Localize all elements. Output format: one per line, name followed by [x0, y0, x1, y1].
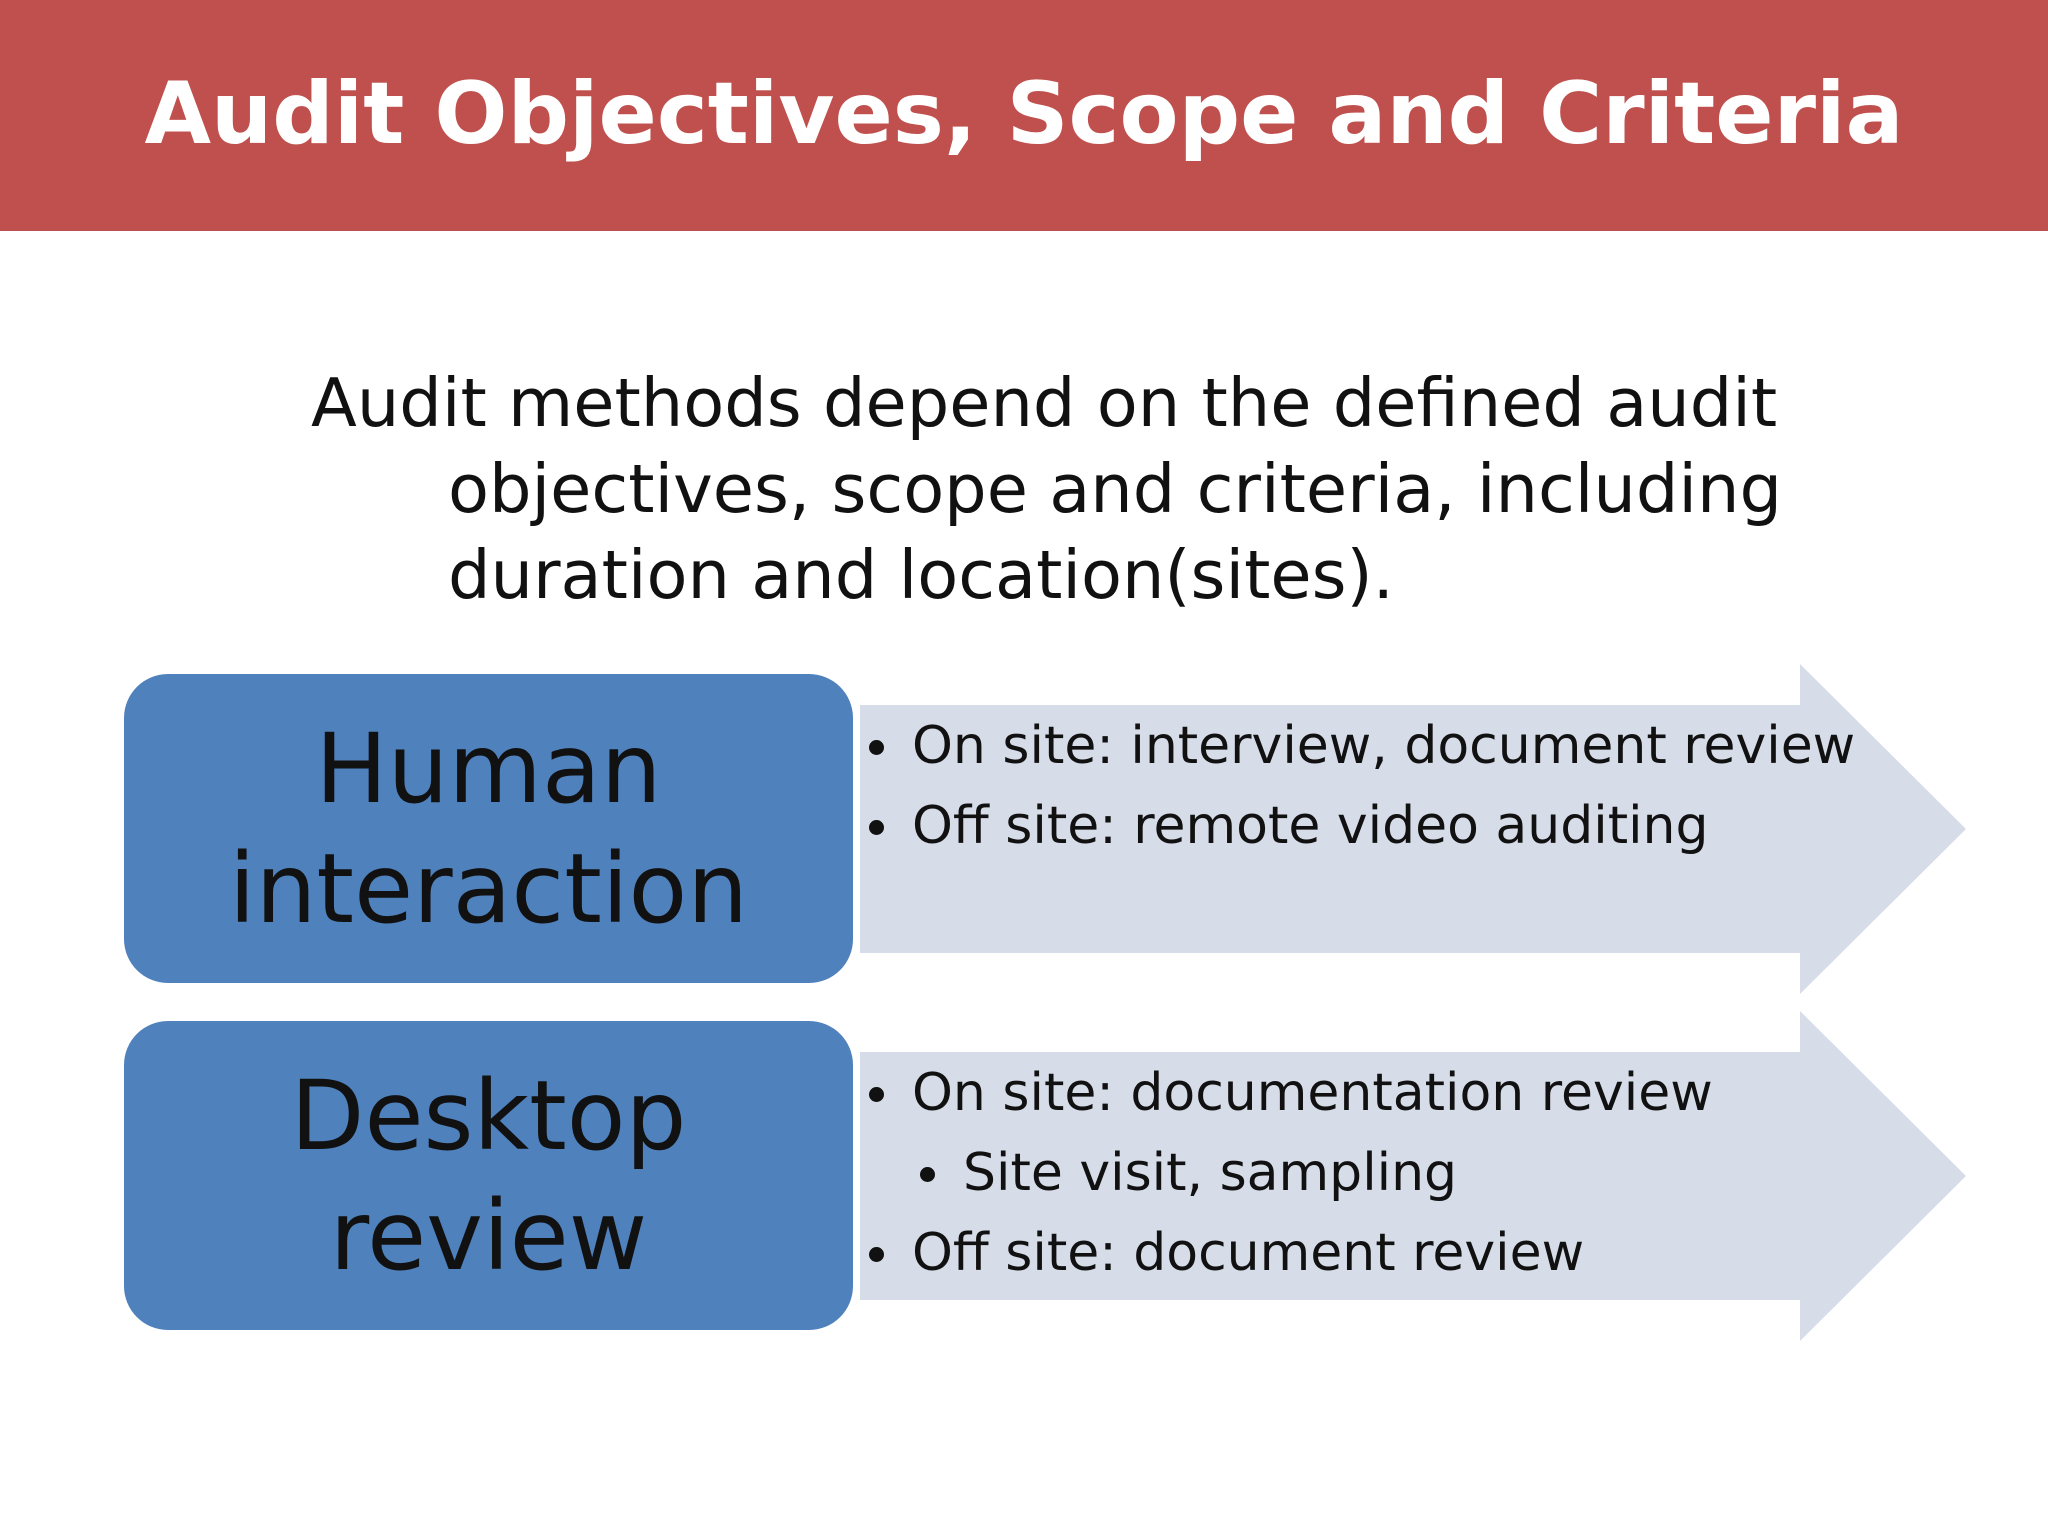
human-interaction-bullets: On site: interview, document review Off …: [860, 706, 1960, 866]
row2-arrow-shape: [860, 1011, 1966, 1341]
box-label-line2: review: [329, 1179, 648, 1292]
slide-title: Audit Objectives, Scope and Criteria: [144, 63, 1904, 164]
sub-bullet-item: Site visit, sampling: [911, 1133, 1960, 1213]
bullet-item: Off site: remote video auditing: [860, 786, 1960, 866]
desktop-review-box: Desktop review: [124, 1021, 853, 1330]
desktop-review-bullets: On site: documentation review Site visit…: [860, 1053, 1960, 1293]
bullet-item: On site: documentation review: [860, 1053, 1960, 1133]
human-interaction-box: Human interaction: [124, 674, 853, 983]
intro-text: Audit methods depend on the defined audi…: [311, 364, 1783, 614]
bullet-item: Off site: document review: [860, 1213, 1960, 1293]
box-label-line1: Human: [315, 712, 662, 825]
bullet-item: On site: interview, document review: [860, 706, 1960, 786]
row1-arrow-shape: [860, 664, 1966, 994]
box-label-line1: Desktop: [290, 1059, 687, 1172]
title-bar: Audit Objectives, Scope and Criteria: [0, 0, 2048, 231]
box-label-line2: interaction: [228, 832, 749, 945]
